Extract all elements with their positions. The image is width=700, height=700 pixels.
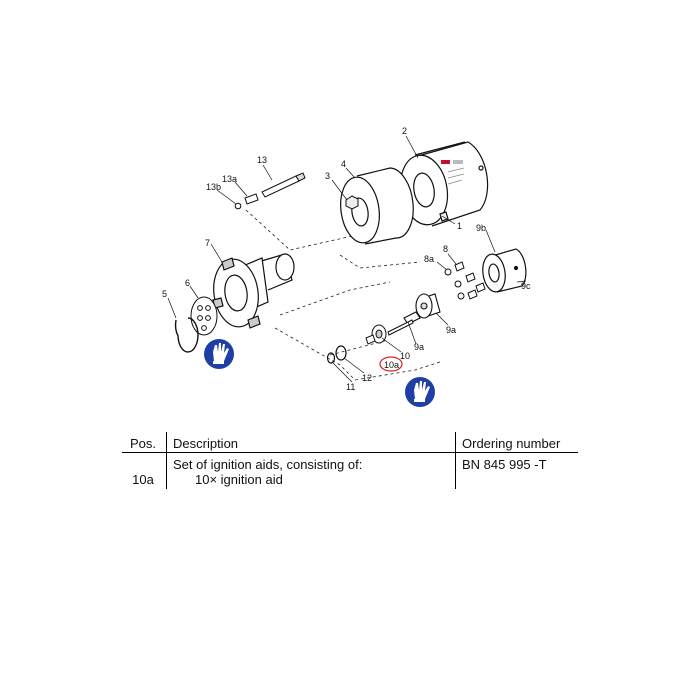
callout-10a: 10a bbox=[384, 360, 399, 370]
callout-13a: 13a bbox=[222, 174, 237, 184]
callout-13b: 13b bbox=[206, 182, 221, 192]
callout-10: 10 bbox=[400, 351, 410, 361]
part-9a-hub bbox=[403, 293, 441, 325]
header-ordering-number: Ordering number bbox=[455, 432, 578, 453]
callout-8a: 8a bbox=[424, 254, 434, 264]
callouts: 2 1 4 3 7 6 5 13 13a 13b 8 8a 9b 9c 9a 9… bbox=[162, 126, 531, 392]
callout-11: 11 bbox=[346, 382, 355, 392]
table-row: 10a Set of ignition aids, consisting of:… bbox=[122, 452, 578, 489]
header-description: Description bbox=[166, 432, 456, 453]
description-line-2: 10× ignition aid bbox=[195, 472, 283, 487]
callout-8: 8 bbox=[443, 244, 448, 254]
callout-6: 6 bbox=[185, 278, 190, 288]
glove-icon bbox=[204, 339, 234, 369]
part-4-magnet-ring bbox=[340, 167, 414, 245]
header-pos: Pos. bbox=[122, 432, 167, 453]
description-line-1: Set of ignition aids, consisting of: bbox=[173, 457, 363, 472]
cell-pos: 10a bbox=[132, 472, 154, 487]
part-9b-sleeve bbox=[482, 248, 527, 293]
callout-4: 4 bbox=[341, 159, 346, 169]
callout-3: 3 bbox=[325, 171, 330, 181]
callout-12: 12 bbox=[362, 373, 372, 383]
callout-10a-highlight bbox=[379, 356, 403, 372]
part-5-retaining-ring bbox=[174, 317, 199, 353]
callout-9c: 9c bbox=[521, 281, 531, 291]
callout-5: 5 bbox=[162, 289, 167, 299]
callout-1: 1 bbox=[457, 221, 462, 231]
cell-description: Set of ignition aids, consisting of: 10×… bbox=[166, 452, 456, 489]
part-6-plate bbox=[190, 296, 218, 336]
part-12-ring bbox=[335, 345, 347, 361]
parts-table: Pos. Description Ordering number 10a Set… bbox=[122, 432, 578, 489]
callout-9a-bottom: 9a bbox=[414, 342, 424, 352]
part-3-nut bbox=[345, 195, 359, 210]
assembly-dash-lines bbox=[245, 209, 441, 381]
leader-lines bbox=[167, 135, 527, 383]
part-8a-washers bbox=[444, 268, 465, 300]
part-7-flange bbox=[212, 253, 295, 329]
callout-9b: 9b bbox=[476, 223, 486, 233]
part-10-ignition-pin bbox=[365, 319, 414, 345]
part-8-screws bbox=[454, 261, 486, 300]
part-13a-nozzle bbox=[244, 193, 259, 205]
table-header-row: Pos. Description Ordering number bbox=[122, 432, 578, 453]
part-13-bolt bbox=[261, 172, 306, 198]
callout-9a-top: 9a bbox=[446, 325, 456, 335]
glove-icon bbox=[405, 377, 435, 407]
part-13b-seal bbox=[234, 202, 242, 210]
callout-13: 13 bbox=[257, 155, 267, 165]
callout-7: 7 bbox=[205, 238, 210, 248]
callout-2: 2 bbox=[402, 126, 407, 136]
part-11-ring bbox=[326, 352, 336, 364]
cell-ordering-number: BN 845 995 -T bbox=[455, 452, 578, 489]
